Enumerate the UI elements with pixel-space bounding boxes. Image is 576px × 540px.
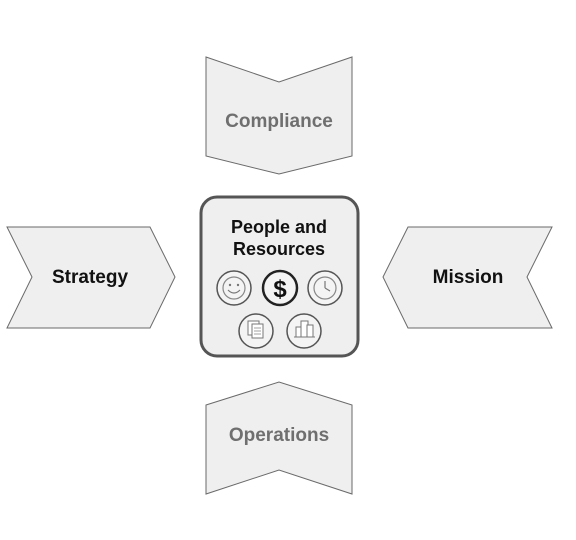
mission-label: Mission bbox=[432, 267, 504, 288]
people-resources-line2: Resources bbox=[232, 239, 326, 259]
operations-chevron bbox=[205, 381, 353, 495]
mission-chevron bbox=[382, 226, 553, 329]
compliance-chevron bbox=[205, 56, 353, 175]
clock-icon bbox=[307, 270, 343, 306]
compliance-label: Compliance bbox=[225, 111, 333, 132]
strategy-label: Strategy bbox=[51, 267, 129, 288]
strategy-chevron bbox=[6, 226, 176, 329]
people-resources-title: People and Resources bbox=[205, 213, 353, 263]
buildings-icon bbox=[286, 313, 322, 349]
smiley-icon bbox=[216, 270, 252, 306]
dollar-icon: $ bbox=[261, 269, 299, 307]
operations-label: Operations bbox=[228, 425, 330, 446]
svg-text:$: $ bbox=[273, 276, 287, 303]
documents-icon bbox=[238, 313, 274, 349]
people-resources-line1: People and bbox=[230, 217, 328, 237]
